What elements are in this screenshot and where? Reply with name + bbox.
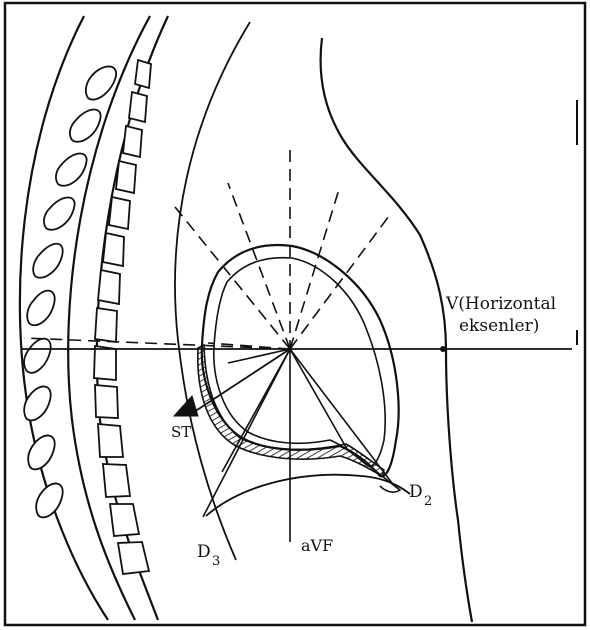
horizontal-axis-label-line1: V(Horizontal bbox=[445, 294, 556, 314]
horizontal-axis-label-line2: eksenler) bbox=[459, 316, 539, 336]
d2-label-subscript: 2 bbox=[424, 494, 432, 509]
anterior-chest-contour bbox=[321, 38, 472, 622]
posterior-mediastinal-line bbox=[175, 22, 250, 560]
d3-label: D bbox=[197, 542, 211, 562]
vertebral-column bbox=[94, 60, 151, 574]
avf-label: aVF bbox=[301, 536, 333, 555]
heart-apex bbox=[372, 468, 400, 492]
d2-label: D bbox=[409, 482, 423, 502]
horizontal-axis-intersection bbox=[440, 346, 446, 352]
st-label: ST bbox=[171, 423, 191, 441]
diaphragm-line bbox=[206, 475, 410, 516]
d3-label-subscript: 3 bbox=[212, 554, 220, 569]
